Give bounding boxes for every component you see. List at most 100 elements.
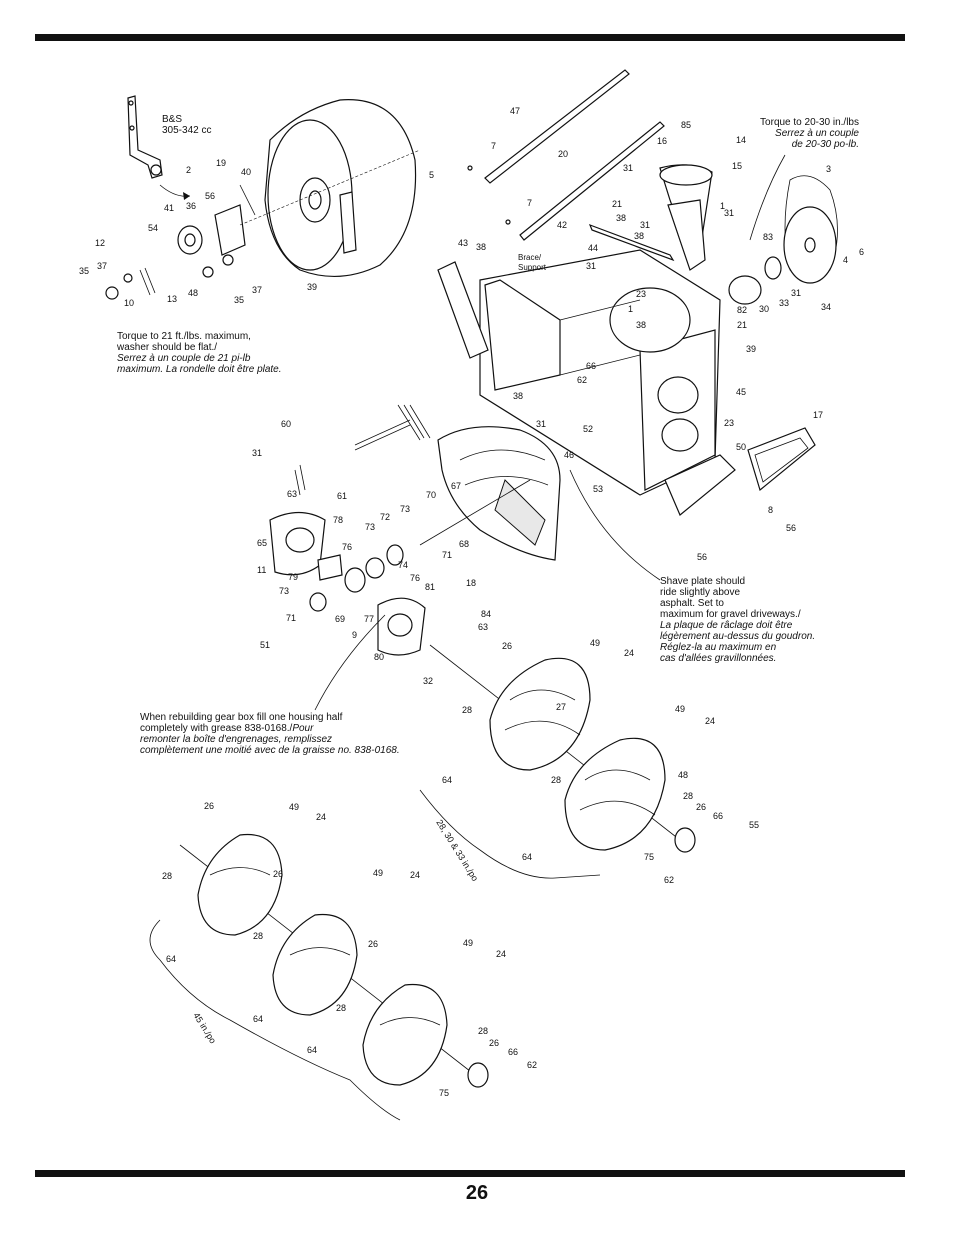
callout: 23 bbox=[636, 289, 646, 299]
shave-plate-note: Shave plate should ride slightly above a… bbox=[660, 576, 816, 664]
callout: 68 bbox=[459, 539, 469, 549]
engine-note: B&S 305-342 cc bbox=[162, 114, 212, 136]
callout: 66 bbox=[508, 1047, 518, 1057]
callout: 40 bbox=[241, 167, 251, 177]
callout: 4 bbox=[843, 255, 848, 265]
callout: 75 bbox=[644, 852, 654, 862]
callout: 35 bbox=[234, 295, 244, 305]
skid-shoes bbox=[664, 427, 816, 516]
callout: 66 bbox=[586, 361, 596, 371]
callout: 28 bbox=[478, 1026, 488, 1036]
callout: 71 bbox=[286, 613, 296, 623]
callout: 60 bbox=[281, 419, 291, 429]
callout: 67 bbox=[451, 481, 461, 491]
callout: 2 bbox=[186, 165, 191, 175]
footer-rule bbox=[35, 1170, 905, 1177]
callout: 28 bbox=[551, 775, 561, 785]
callout: 23 bbox=[724, 418, 734, 428]
callout: 61 bbox=[337, 491, 347, 501]
callout: 24 bbox=[316, 812, 326, 822]
callout: 49 bbox=[373, 868, 383, 878]
callout: 24 bbox=[705, 716, 715, 726]
callout: 14 bbox=[736, 135, 746, 145]
callout: 11 bbox=[257, 565, 266, 575]
gear-box-note: When rebuilding gear box fill one housin… bbox=[140, 712, 400, 756]
callout: 79 bbox=[288, 572, 298, 582]
callout: 26 bbox=[696, 802, 706, 812]
callout: 26 bbox=[489, 1038, 499, 1048]
callout: 8 bbox=[768, 505, 773, 515]
callout: 21 bbox=[612, 199, 622, 209]
callout: 5 bbox=[429, 170, 434, 180]
callout: 31 bbox=[252, 448, 262, 458]
callout: 33 bbox=[779, 298, 789, 308]
callout: 21 bbox=[737, 320, 747, 330]
callout: 24 bbox=[624, 648, 634, 658]
callout: 73 bbox=[279, 586, 289, 596]
callout: 35 bbox=[79, 266, 89, 276]
callout: 62 bbox=[527, 1060, 537, 1070]
callout: 37 bbox=[252, 285, 262, 295]
callout: 39 bbox=[746, 344, 756, 354]
callout: 31 bbox=[640, 220, 650, 230]
callout: 62 bbox=[577, 375, 587, 385]
callout: 18 bbox=[466, 578, 476, 588]
belt-pulley bbox=[728, 175, 838, 305]
callout: 26 bbox=[204, 801, 214, 811]
callout: 26 bbox=[368, 939, 378, 949]
callout: 64 bbox=[253, 1014, 263, 1024]
callout-numbers: 47 7 20 7 42 16 85 14 15 3 31 21 1 31 38… bbox=[79, 106, 864, 1098]
callout: 56 bbox=[697, 552, 707, 562]
callout: 50 bbox=[736, 442, 746, 452]
callout: 28 bbox=[336, 1003, 346, 1013]
callout: 80 bbox=[374, 652, 384, 662]
torque-washer-note: Torque to 21 ft./lbs. maximum, washer sh… bbox=[117, 331, 282, 375]
callout: 49 bbox=[590, 638, 600, 648]
callout: 31 bbox=[536, 419, 546, 429]
callout: 41 bbox=[164, 203, 174, 213]
discharge-chute bbox=[588, 164, 713, 271]
callout: 49 bbox=[675, 704, 685, 714]
callout: 56 bbox=[205, 191, 215, 201]
callout: 48 bbox=[678, 770, 688, 780]
gear-box bbox=[269, 464, 426, 656]
callout: 36 bbox=[186, 201, 196, 211]
callout: 32 bbox=[423, 676, 433, 686]
chute-rods bbox=[467, 69, 665, 241]
callout: 63 bbox=[287, 489, 297, 499]
callout: 1 bbox=[720, 201, 725, 211]
leader-line bbox=[314, 614, 386, 711]
shave-rod bbox=[354, 404, 431, 451]
callout: 1 bbox=[628, 304, 633, 314]
callout: 34 bbox=[821, 302, 831, 312]
callout: 78 bbox=[333, 515, 343, 525]
callout: 19 bbox=[216, 158, 226, 168]
callout: 6 bbox=[859, 247, 864, 257]
callout: 31 bbox=[623, 163, 633, 173]
callout: 17 bbox=[813, 410, 823, 420]
callout: 62 bbox=[664, 875, 674, 885]
callout: 38 bbox=[476, 242, 486, 252]
size-label-mid: 28, 30 & 33 in./po bbox=[434, 818, 480, 883]
callout: 49 bbox=[463, 938, 473, 948]
callout: 73 bbox=[400, 504, 410, 514]
main-auger-housing bbox=[437, 249, 721, 496]
callout: 26 bbox=[273, 869, 283, 879]
callout: 85 bbox=[681, 120, 691, 130]
callout: 24 bbox=[496, 949, 506, 959]
callout: 66 bbox=[713, 811, 723, 821]
callout: 28 bbox=[162, 871, 172, 881]
callout: 65 bbox=[257, 538, 267, 548]
callout: 53 bbox=[593, 484, 603, 494]
callout: 13 bbox=[167, 294, 177, 304]
callout: 3 bbox=[826, 164, 831, 174]
callout: 10 bbox=[124, 298, 134, 308]
callout: 45 bbox=[736, 387, 746, 397]
callout: 56 bbox=[786, 523, 796, 533]
callout: 64 bbox=[522, 852, 532, 862]
callout: 52 bbox=[583, 424, 593, 434]
callout: 7 bbox=[491, 141, 496, 151]
callout: 30 bbox=[759, 304, 769, 314]
callout: 82 bbox=[737, 305, 747, 315]
